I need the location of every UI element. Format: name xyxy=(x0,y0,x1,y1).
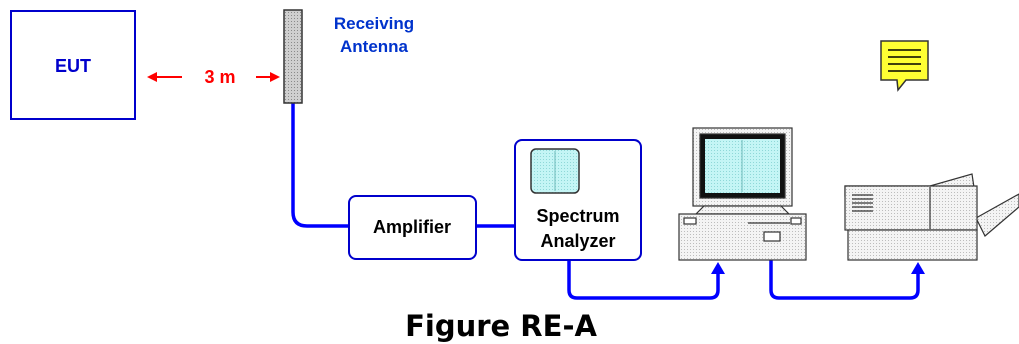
distance-arrow-right-icon xyxy=(270,72,280,82)
computer-stand xyxy=(694,205,791,215)
distance-indicator xyxy=(147,72,280,82)
analyzer-label-line1: Spectrum xyxy=(536,206,619,226)
printer-icon xyxy=(844,173,1019,261)
analyzer-label-line2: Analyzer xyxy=(540,231,615,251)
computer-case xyxy=(678,213,807,261)
cable-arrowhead-computer xyxy=(711,262,725,274)
antenna-icon xyxy=(283,9,303,104)
distance-arrow-left-icon xyxy=(147,72,157,82)
printer-body xyxy=(844,185,978,231)
eut-box xyxy=(10,10,136,120)
printer-base xyxy=(847,229,978,261)
computer-icon xyxy=(678,127,807,261)
antenna-label-line2: Antenna xyxy=(340,37,409,56)
antenna-to-amplifier-cable xyxy=(291,102,349,228)
cable-arrowhead-printer xyxy=(911,262,925,274)
analyzer-screen-icon xyxy=(530,148,580,194)
computer-to-printer-cable xyxy=(769,260,920,300)
analyzer-to-computer-cable xyxy=(567,260,720,300)
figure-caption: Figure RE-A xyxy=(405,309,597,343)
printer-paper-tray xyxy=(975,193,1019,237)
distance-label: 3 m xyxy=(204,67,235,87)
cables xyxy=(291,102,920,300)
amplifier-box xyxy=(348,195,477,260)
eut-label: EUT xyxy=(55,56,91,76)
antenna-label-line1: Receiving xyxy=(334,14,414,33)
note-icon xyxy=(880,40,929,92)
amplifier-label: Amplifier xyxy=(373,217,451,237)
